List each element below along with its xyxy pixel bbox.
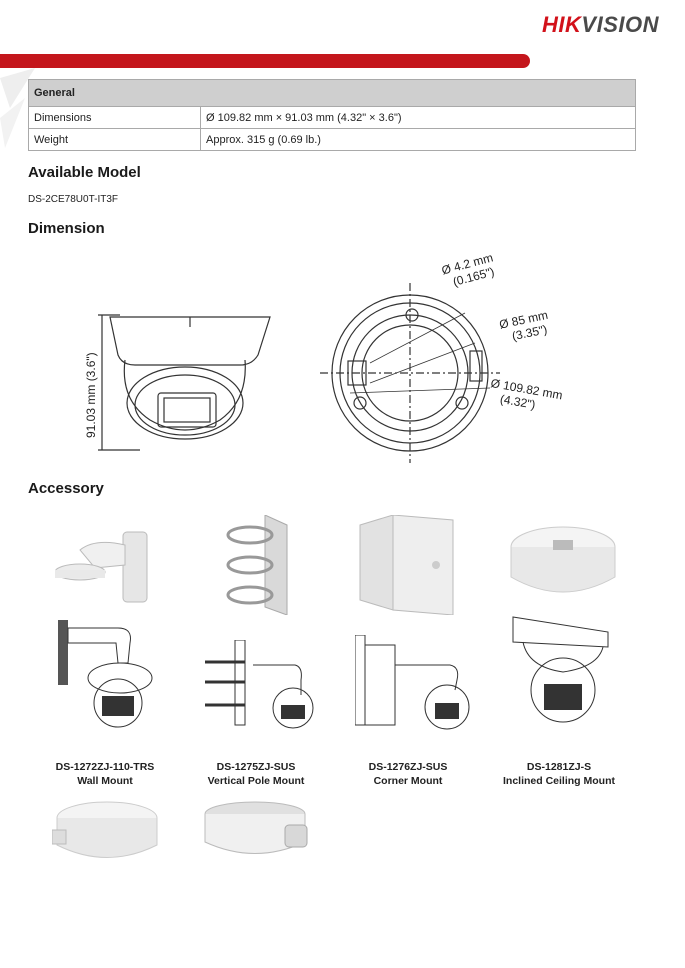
spec-section-header: General: [28, 79, 636, 107]
table-row: Dimensions Ø 109.82 mm × 91.03 mm (4.32"…: [28, 106, 636, 129]
accessory-heading: Accessory: [28, 480, 104, 497]
accessory-caption-2: DS-1275ZJ-SUS Vertical Pole Mount: [181, 760, 331, 788]
accessory-model: DS-1272ZJ-110-TRS: [55, 761, 155, 773]
wall-mount-with-camera-image: [58, 620, 153, 728]
accessory-name: Corner Mount: [373, 775, 443, 787]
accessory-caption-4: DS-1281ZJ-S Inclined Ceiling Mount: [484, 760, 634, 788]
accessory-model: DS-1281ZJ-S: [526, 761, 592, 773]
accessory-model: DS-1276ZJ-SUS: [368, 761, 448, 773]
spec-table: General Dimensions Ø 109.82 mm × 91.03 m…: [28, 79, 636, 151]
junction-box-front-image: [52, 801, 158, 858]
spec-value: Approx. 315 g (0.69 lb.): [200, 128, 636, 151]
spec-value: Ø 109.82 mm × 91.03 mm (4.32" × 3.6"): [200, 106, 636, 129]
decorative-swoosh: [0, 68, 35, 148]
spec-key: Dimensions: [28, 106, 201, 129]
accessory-name: Inclined Ceiling Mount: [503, 775, 615, 787]
accessory-name: Vertical Pole Mount: [207, 775, 305, 787]
wall-mount-image: [55, 531, 148, 603]
available-model-heading: Available Model: [28, 164, 141, 181]
accessory-name: Wall Mount: [77, 775, 133, 787]
table-row: Weight Approx. 315 g (0.69 lb.): [28, 128, 636, 151]
spec-key: Weight: [28, 128, 201, 151]
accessory-model: DS-1275ZJ-SUS: [216, 761, 296, 773]
side-view-drawing: [98, 314, 271, 451]
inclined-ceiling-mount-with-camera-image: [512, 616, 609, 723]
accessory-caption-3: DS-1276ZJ-SUS Corner Mount: [333, 760, 483, 788]
logo-part-vision: VISION: [581, 12, 659, 37]
junction-box-side-image: [204, 801, 308, 854]
header-red-band: [0, 54, 530, 68]
corner-mount-with-camera-image: [355, 635, 470, 730]
logo-part-hik: HIK: [542, 12, 582, 37]
top-view-drawing: [320, 283, 500, 463]
height-dimension-label: 91.03 mm (3.6"): [84, 352, 98, 438]
model-number: DS-2CE78U0T-IT3F: [28, 194, 119, 205]
pole-mount-image: [226, 515, 288, 615]
hikvision-logo: HIKVISION: [542, 12, 659, 38]
dimension-heading: Dimension: [28, 220, 105, 237]
accessory-caption-1: DS-1272ZJ-110-TRS Wall Mount: [30, 760, 180, 788]
corner-mount-image: [359, 515, 454, 615]
junction-box-image: [510, 526, 616, 593]
dimension-drawing: [98, 283, 500, 463]
pole-mount-with-camera-image: [205, 640, 314, 729]
